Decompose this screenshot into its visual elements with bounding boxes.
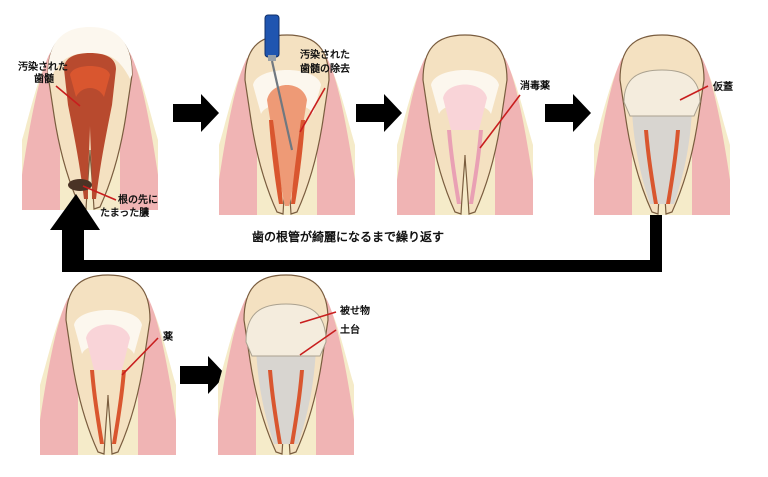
repeat-loop-label: 歯の根管が綺麗になるまで繰り返す (252, 229, 444, 244)
medicine-leader (121, 337, 159, 376)
arrow-2 (356, 94, 402, 132)
temp-cap-label: 仮蓋 (712, 80, 733, 93)
medicine-label: 薬 (162, 330, 174, 343)
repeat-loop-arrow (50, 194, 662, 272)
pus-leader (82, 185, 117, 201)
scene-infected-tooth (21, 27, 159, 211)
infected-pulp-label-1: 汚染された (18, 60, 68, 73)
infected-pulp-label-2: 歯髄 (34, 72, 55, 85)
pulp-removal-label-1: 汚染された (300, 48, 350, 61)
scene-pulp-removal (218, 34, 356, 216)
crown-leader (299, 311, 337, 324)
disinfectant-leader (479, 94, 521, 149)
disinfectant-label: 消毒薬 (520, 79, 551, 92)
crown (245, 303, 327, 357)
endodontic-file (264, 14, 294, 151)
core-label: 土台 (340, 323, 360, 336)
pus-label-1: 根の先に (118, 193, 158, 206)
scene-temporary-cap (593, 34, 731, 216)
scene-medicine (39, 274, 177, 456)
temporary-cap (623, 69, 701, 117)
pus-pocket (68, 179, 92, 191)
pus-label-2: たまった膿 (100, 206, 150, 219)
arrow-1 (173, 94, 219, 132)
scene-final-crown (217, 274, 355, 456)
temp-cap-leader (679, 85, 709, 101)
infected-pulp-leader (55, 85, 81, 107)
core-leader (299, 329, 337, 356)
pulp-removal-label-2: 歯髄の除去 (300, 62, 350, 75)
scene-disinfectant (396, 34, 534, 216)
crown-label: 被せ物 (340, 304, 370, 317)
pulp-removal-leader (299, 87, 326, 133)
arrow-3 (545, 94, 591, 132)
